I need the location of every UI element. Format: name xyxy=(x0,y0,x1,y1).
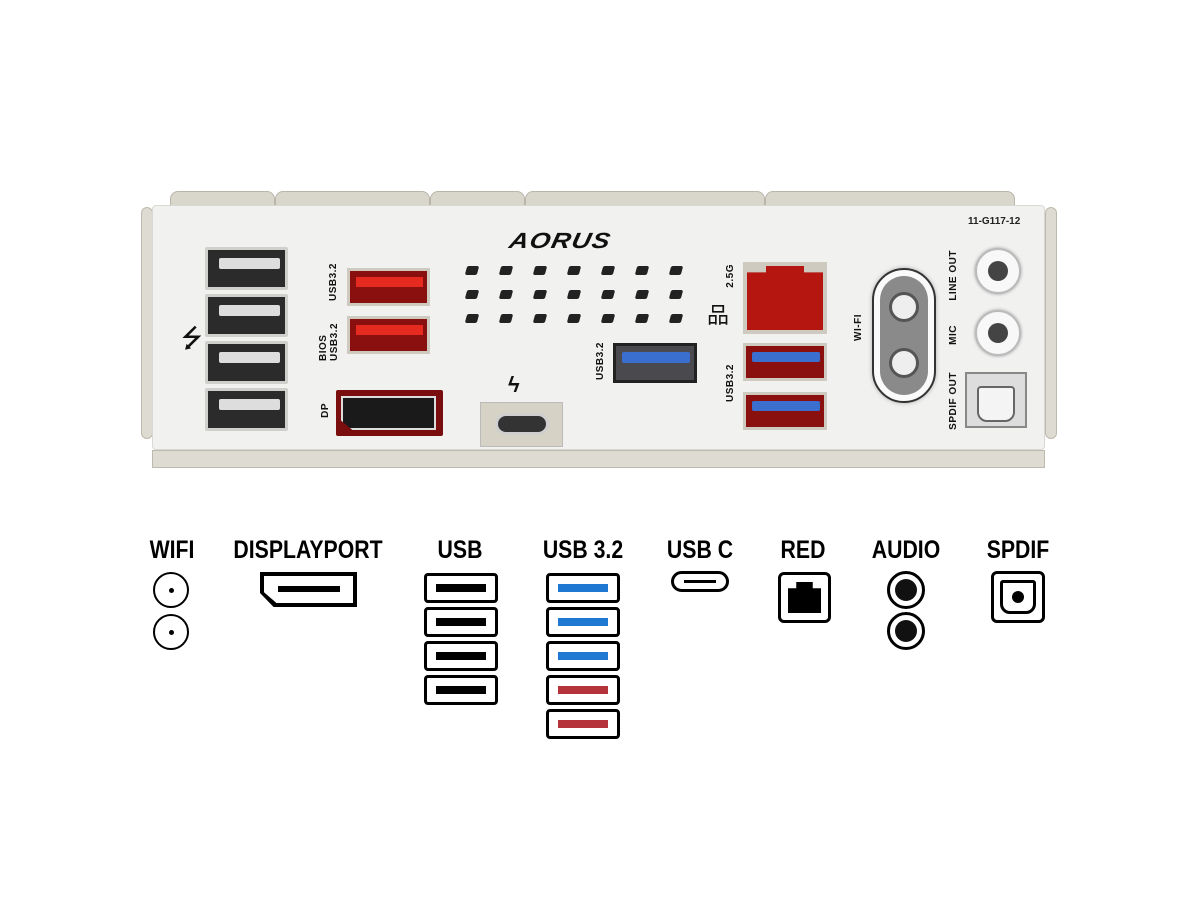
part-number: 11-G117-12 xyxy=(968,216,1021,227)
legend-usb32-label: USB 3.2 xyxy=(542,536,624,564)
spdif-icon xyxy=(991,571,1045,623)
vent-slot xyxy=(566,314,582,323)
vent-slot xyxy=(634,314,650,323)
usb-symbol-icon: ⭍ xyxy=(181,323,203,353)
audio-jack-icon xyxy=(887,612,925,650)
usb2-port[interactable] xyxy=(205,388,288,431)
displayport-port[interactable] xyxy=(336,390,443,436)
antenna-jack[interactable] xyxy=(889,348,919,378)
legend-audio-label: AUDIO xyxy=(871,536,941,564)
vent-slot xyxy=(532,290,548,299)
wifi-antenna-connector[interactable] xyxy=(872,268,936,403)
legend-red-label: RED xyxy=(780,536,826,564)
vent-slot xyxy=(566,266,582,275)
usb-port-icon xyxy=(424,675,498,705)
usb-port-icon xyxy=(424,641,498,671)
audio-jack-icon xyxy=(887,571,925,609)
usb32-blue-label: USB3.2 xyxy=(595,342,606,381)
usb32-red-icon xyxy=(546,675,620,705)
vent-slot xyxy=(464,290,480,299)
usb32-red-port[interactable] xyxy=(347,268,430,306)
thunderbolt-icon: ϟ xyxy=(508,372,520,397)
usb32-blue-icon xyxy=(546,573,620,603)
vent-slot xyxy=(600,290,616,299)
aorus-logo: AORUS xyxy=(507,228,614,253)
spdif-out-label: SPDIF OUT xyxy=(948,372,959,430)
usb32-port[interactable] xyxy=(743,343,827,381)
mic-jack[interactable] xyxy=(975,310,1021,356)
lan-rj45-port[interactable] xyxy=(743,262,827,334)
wifi-connector-icon xyxy=(153,572,189,608)
lan-speed-label: 2.5G xyxy=(725,264,736,288)
vent-slot xyxy=(566,290,582,299)
vent-slot xyxy=(498,290,514,299)
mic-label: MIC xyxy=(948,325,959,345)
antenna-jack[interactable] xyxy=(889,292,919,322)
bios-usb32-label: BIOS USB3.2 xyxy=(318,322,340,361)
vent-slot xyxy=(532,314,548,323)
usb-c-icon xyxy=(671,571,729,592)
usb-port-icon xyxy=(424,573,498,603)
bottom-rail xyxy=(152,450,1045,468)
legend-spdif-label: SPDIF xyxy=(986,536,1050,564)
vent-slot xyxy=(464,314,480,323)
usb-c-port[interactable] xyxy=(480,402,563,447)
usb32-right-label: USB3.2 xyxy=(725,364,736,403)
usb32-red-icon xyxy=(546,709,620,739)
legend-usb-label: USB xyxy=(437,536,483,564)
usb2-port[interactable] xyxy=(205,341,288,384)
shield-side-rail xyxy=(1045,207,1057,439)
usb32-blue-port[interactable] xyxy=(613,343,697,383)
legend-wifi-label: WIFI xyxy=(149,536,195,564)
vent-slot xyxy=(498,266,514,275)
usb32-label: USB3.2 xyxy=(328,263,339,302)
displayport-icon xyxy=(260,572,357,607)
vent-slot xyxy=(600,314,616,323)
vent-slot xyxy=(600,266,616,275)
wifi-connector-icon xyxy=(153,614,189,650)
usb32-blue-icon xyxy=(546,607,620,637)
ethernet-icon xyxy=(778,572,831,623)
legend-displayport-label: DISPLAYPORT xyxy=(233,536,383,564)
usb32-blue-icon xyxy=(546,641,620,671)
vent-slot xyxy=(668,290,684,299)
vent-slot xyxy=(668,266,684,275)
usb-port-icon xyxy=(424,607,498,637)
network-icon: 品 xyxy=(707,303,730,328)
bios-usb32-port[interactable] xyxy=(347,316,430,354)
vent-slot xyxy=(532,266,548,275)
vent-slot xyxy=(634,266,650,275)
dp-label: DP xyxy=(320,403,331,418)
vent-slot xyxy=(498,314,514,323)
usb32-port[interactable] xyxy=(743,392,827,430)
legend-usbc-label: USB C xyxy=(666,536,734,564)
vent-slot xyxy=(634,290,650,299)
spdif-port[interactable] xyxy=(965,372,1027,428)
usb2-port[interactable] xyxy=(205,247,288,290)
line-out-label: LINE OUT xyxy=(948,250,959,301)
vent-slot xyxy=(464,266,480,275)
usb2-port[interactable] xyxy=(205,294,288,337)
vent-slot xyxy=(668,314,684,323)
line-out-jack[interactable] xyxy=(975,248,1021,294)
wifi-label: WI-FI xyxy=(853,314,864,341)
